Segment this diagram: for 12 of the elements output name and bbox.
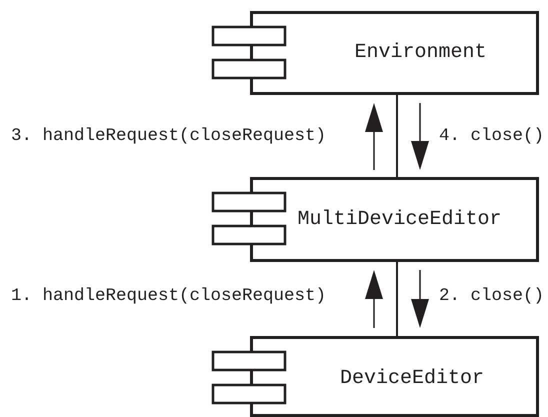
component-name: MultiDeviceEditor [296,208,503,231]
component-name: Environment [353,41,488,64]
component-box [250,177,539,262]
component-box [250,336,539,417]
component-box [250,11,539,95]
message-label: 2. close() [439,286,544,306]
connector-line [396,95,398,177]
message-label: 4. close() [439,126,544,146]
connector-line [396,262,398,336]
message-label: 1. handleRequest(closeRequest) [11,286,326,306]
message-label: 3. handleRequest(closeRequest) [11,126,326,146]
component-name: DeviceEditor [338,367,486,390]
